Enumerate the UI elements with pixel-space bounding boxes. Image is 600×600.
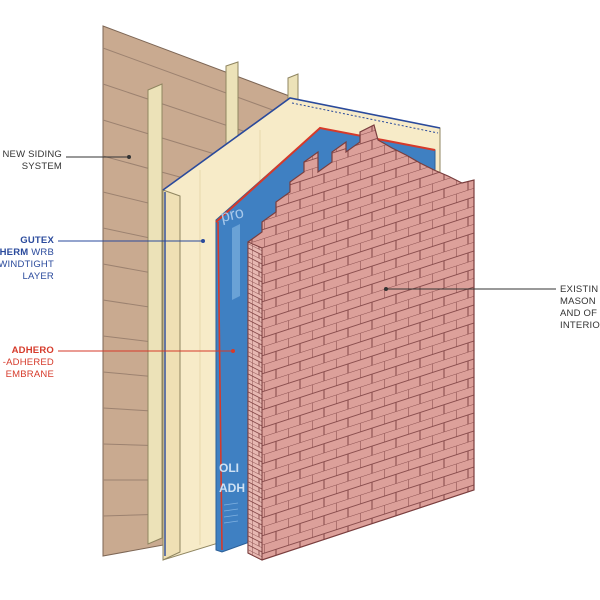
existing-masonry [247,124,475,561]
membrane-print-adh: ADH [219,481,245,495]
gutex-label-line2-bold: HERM [0,247,29,258]
masonry-label-line4: INTERIO [560,320,600,331]
gutex-callout: GUTEX HERM WRB WINDTIGHT LAYER [0,235,54,283]
gutex-label-line4: LAYER [22,271,54,282]
masonry-label-line3: AND OF [560,308,598,319]
masonry-callout: EXISTIN MASON AND OF INTERIO [560,284,600,332]
masonry-label-line2: MASON [560,296,596,307]
adhero-label-line2: -ADHERED [2,357,54,368]
gutex-label-line3: WINDTIGHT [0,259,54,270]
membrane-print-pro: pro [219,204,245,225]
adhero-label-line3: EMBRANE [5,369,54,380]
adhero-callout: ADHERO -ADHERED EMBRANE [3,345,54,381]
siding-label-line1: NEW SIDING [2,149,62,160]
masonry-label-line1: EXISTIN [560,284,599,295]
gutex-label-line1: GUTEX [20,235,54,246]
siding-label-line2: SYSTEM [21,161,62,172]
siding-callout: NEW SIDING SYSTEM [2,149,62,173]
adhero-label-line1: ADHERO [11,345,54,356]
membrane-print-oli: OLI [219,461,239,475]
gutex-label-line2-rest: WRB [28,247,54,258]
leader-lines [58,155,556,353]
